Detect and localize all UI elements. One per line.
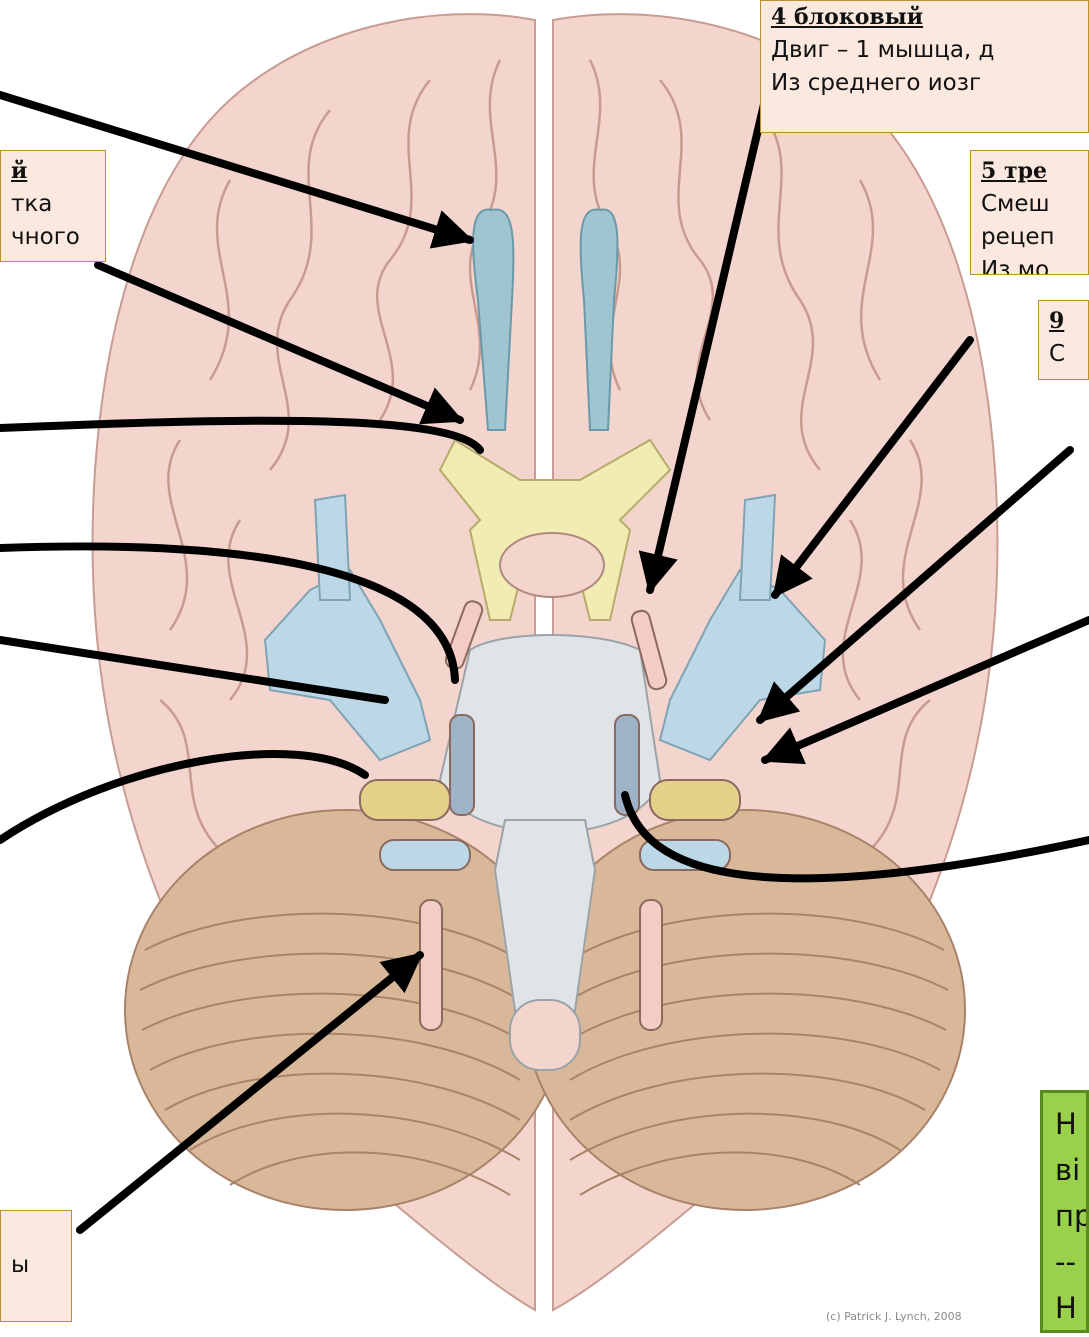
label-heading: 9 (1049, 305, 1078, 338)
label-box-left-bottom: ы (0, 1210, 72, 1322)
note-line: -- (1055, 1239, 1074, 1285)
note-line: ві (1055, 1147, 1074, 1193)
label-line: рецеп (981, 221, 1078, 254)
copyright-text: (c) Patrick J. Lynch, 2008 (826, 1310, 962, 1323)
pituitary (500, 533, 604, 597)
label-line: Из мо (981, 254, 1078, 275)
label-heading: й (11, 155, 95, 188)
note-box: Н ві пр -- Н (1040, 1090, 1089, 1333)
note-line: пр (1055, 1193, 1074, 1239)
label-box-nerve-4: 4 блоковый Двиг – 1 мышца, д Из среднего… (760, 0, 1089, 133)
label-line: С (1049, 338, 1078, 371)
label-box-nerve-9: 9 С (1038, 300, 1089, 380)
note-line: Н (1055, 1101, 1074, 1147)
label-line: Двиг – 1 мышца, д (771, 34, 1078, 67)
label-box-left-top: й тка чного (0, 150, 106, 262)
label-line: ы (11, 1249, 61, 1282)
label-box-nerve-5: 5 тре Смеш рецеп Из мо (970, 150, 1089, 275)
label-line: Смеш (981, 188, 1078, 221)
label-line: тка (11, 188, 95, 221)
note-line: Н (1055, 1285, 1074, 1331)
label-heading: 5 тре (981, 155, 1078, 188)
label-heading: 4 блоковый (771, 1, 1078, 34)
spinal-cord-section (510, 1000, 580, 1070)
label-line: чного (11, 221, 95, 254)
label-line: Из среднего иозг (771, 67, 1078, 100)
